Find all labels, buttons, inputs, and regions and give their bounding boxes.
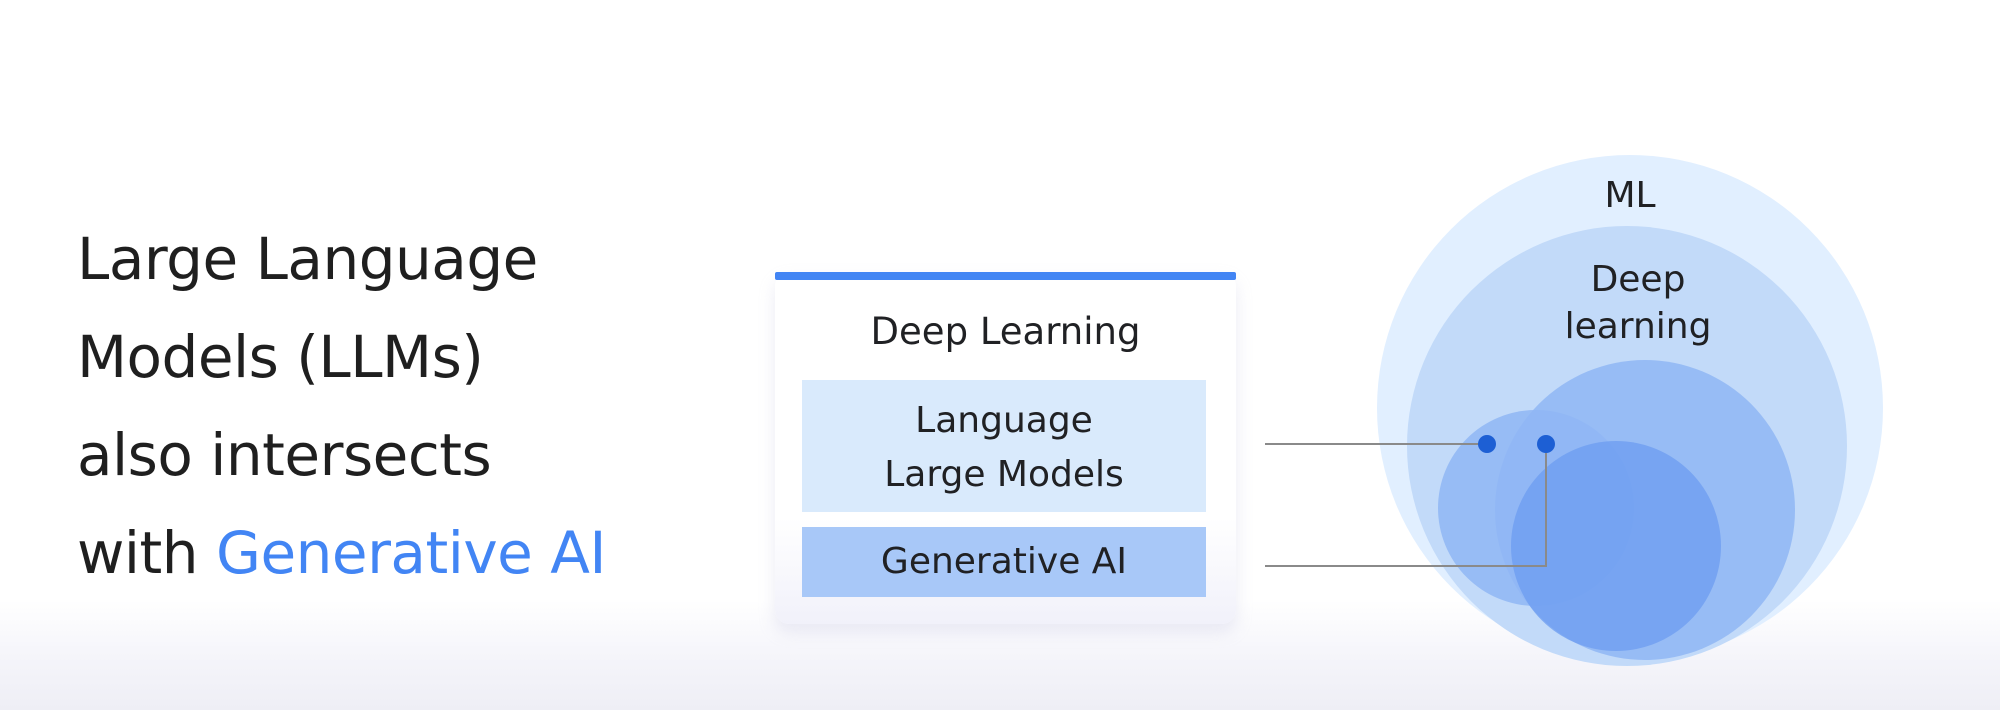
- card-accent-bar: [775, 272, 1236, 280]
- genai-connector-line: [1265, 444, 1547, 567]
- headline-highlight: Generative AI: [216, 519, 607, 587]
- deep-learning-label-line-2: learning: [1565, 306, 1712, 347]
- deep-learning-card: Deep Learning Language Large Models Gene…: [775, 272, 1236, 624]
- deep-learning-label-line-1: Deep: [1591, 259, 1686, 300]
- headline-line-4: with Generative AI: [77, 504, 607, 602]
- generative-ai-box: Generative AI: [802, 527, 1206, 597]
- genai-connector-dot: [1537, 435, 1555, 453]
- intersection-circle: [1511, 441, 1721, 651]
- llm-connector-dot: [1478, 435, 1496, 453]
- ml-label: ML: [1604, 175, 1655, 216]
- headline-line-1: Large Language: [77, 225, 538, 293]
- llm-box-line-1: Language: [915, 400, 1093, 441]
- headline-with-text: with: [77, 519, 216, 587]
- llm-box: Language Large Models: [802, 380, 1206, 512]
- headline-line-2: Models (LLMs): [77, 323, 484, 391]
- slide-headline: Large Language Models (LLMs) also inters…: [77, 210, 607, 602]
- llm-box-line-2: Large Models: [884, 454, 1124, 495]
- card-title: Deep Learning: [870, 310, 1141, 353]
- headline-line-3: also intersects: [77, 421, 492, 489]
